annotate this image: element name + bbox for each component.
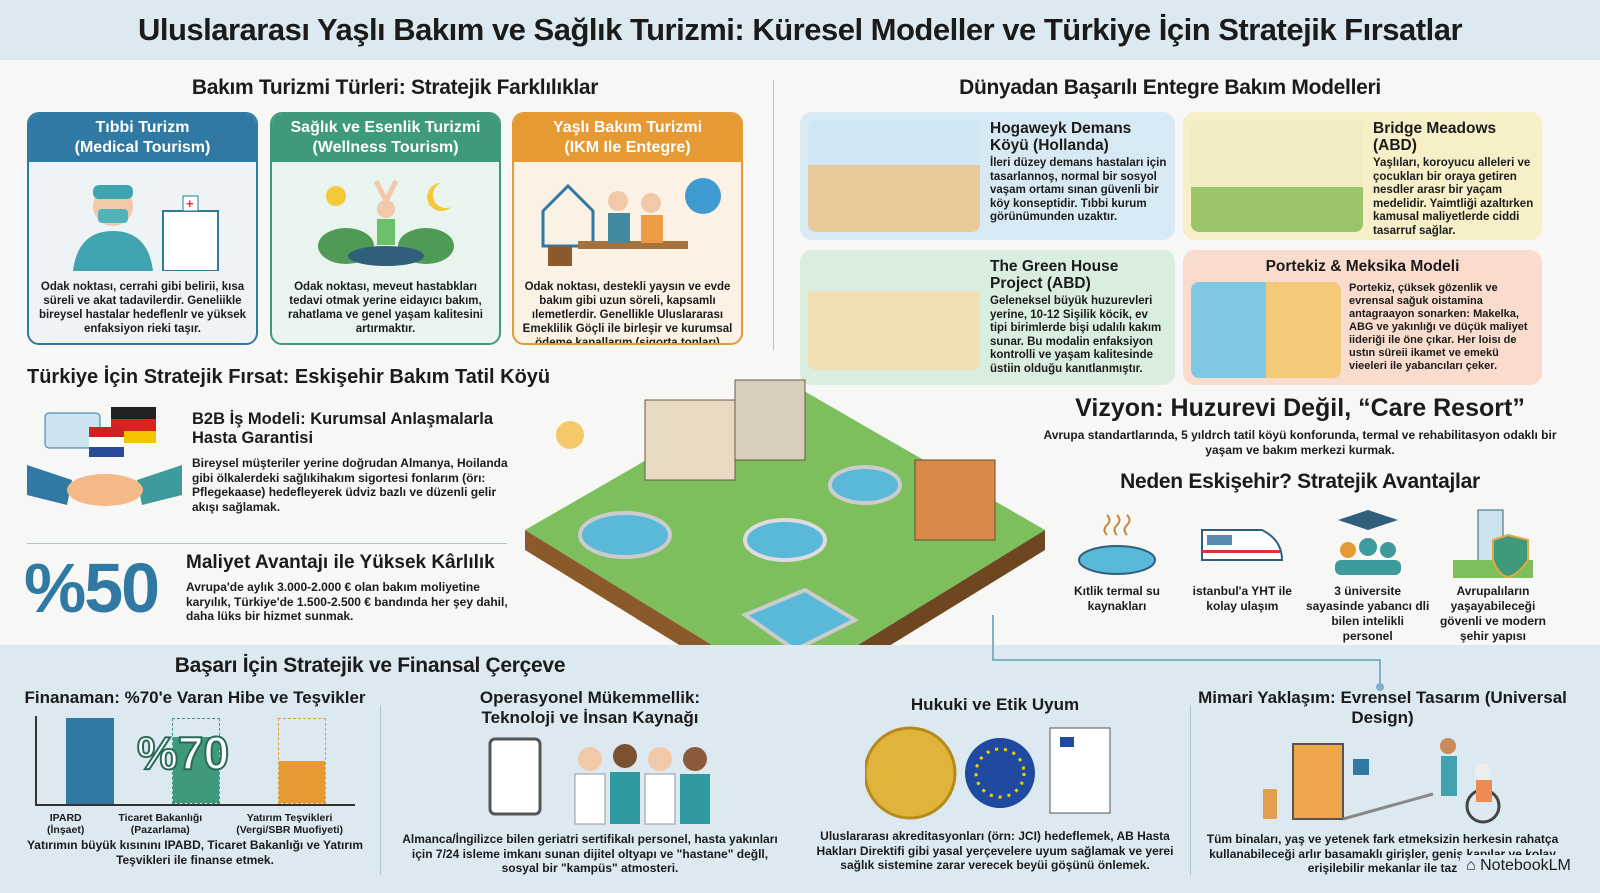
house-illustration	[808, 258, 980, 370]
legal-column: Hukuki ve Etik Uyum Uluslararası akredit…	[805, 695, 1185, 873]
opportunity-heading: Türkiye İçin Stratejik Fırsat: Eskişehir…	[27, 366, 551, 388]
vision-text: Avrupa standartlarında, 5 yıldrch tatil …	[1043, 428, 1557, 457]
model-text: Yaşlıları, koroyucu alleleri ve çocuklar…	[1373, 157, 1534, 237]
card-subtitle: (Medical Tourism)	[74, 139, 211, 156]
divider	[27, 543, 507, 544]
model-text: İleri düzey demans hastaları için tasarl…	[990, 157, 1167, 224]
section-divider	[773, 80, 774, 350]
card-subtitle: (IKM Ile Entegre)	[564, 139, 691, 156]
model-name: Bridge Meadows (ABD)	[1373, 120, 1497, 154]
elderly-couple-icon	[514, 162, 741, 280]
family-garden-illustration	[1191, 120, 1363, 232]
tablet-staff-icon	[400, 734, 780, 826]
model-name: Portekiz & Meksika Modeli	[1265, 258, 1460, 275]
finance-text: Yatırımın büyük kısınını IPABD, Ticaret …	[26, 838, 364, 867]
framework-heading: Başarı İçin Stratejik ve Finansal Çerçev…	[174, 654, 566, 677]
card-text: Odak noktası, cerrahi gibi belirii, kısa…	[38, 281, 247, 335]
graduation-people-icon	[1334, 510, 1401, 575]
bar-yatirim	[278, 718, 326, 804]
advantages-heading: Neden Eskişehir? Stratejik Avantajlar	[1120, 470, 1480, 493]
card-title: Yaşlı Bakım Turizmi	[552, 119, 703, 136]
funding-overlay-percent: %70	[136, 726, 230, 780]
bar-fill	[173, 737, 219, 803]
vision-title: Vizyon: Huzurevi Değil, “Care Resort”	[1075, 394, 1525, 422]
advantage-label: istanbul'a YHT ile kolay ulaşım	[1192, 584, 1292, 613]
finance-column: Finanaman: %70'e Varan Hibe ve Teşvikler…	[15, 688, 375, 867]
arch-title: Mimari Yaklaşım: Evrensel Tasarım (Unive…	[1198, 688, 1567, 727]
seal-eu-document-icon	[805, 723, 1185, 823]
village-illustration	[808, 120, 980, 232]
cost-text: Avrupa'de aylık 3.000-2.000 € olan bakım…	[186, 580, 508, 623]
accessible-entrance-icon	[1195, 734, 1570, 826]
cost-advantage-percent: %50	[24, 549, 160, 627]
ops-title: Operasyonel Mükemmellik: Teknoloji ve İn…	[479, 688, 701, 727]
bar-ipard	[66, 718, 114, 804]
handshake-flags-icon	[27, 405, 182, 520]
bar-label: Ticaret Bakanlığı(Pazarlama)	[118, 812, 203, 836]
svg-text:+: +	[186, 196, 194, 211]
divider	[380, 705, 381, 875]
surgeon-hospital-icon: +	[29, 162, 256, 280]
bar-label: IPARD(İnşaet)	[47, 812, 85, 836]
funding-bars: %70	[35, 716, 355, 806]
divider	[1190, 705, 1191, 875]
card-subtitle: (Wellness Tourism)	[312, 139, 459, 156]
type-card-elderly: Yaşlı Bakım Turizmi (IKM Ile Entegre) Oda…	[512, 112, 743, 345]
model-card-portugal-mexico: Portekiz & Meksika Modeli Portekiz, çüks…	[1183, 250, 1542, 385]
type-card-wellness: Sağlık ve Esenlik Turizmi (Wellness Touri…	[270, 112, 501, 345]
legal-text: Uluslararası akreditasyonları (örn: JCI)…	[816, 829, 1174, 872]
b2b-text: Bireysel müşteriler yerine doğrudan Alma…	[192, 456, 508, 514]
legal-title: Hukuki ve Etik Uyum	[910, 695, 1080, 714]
b2b-title: B2B İş Modeli: Kurumsal Anlaşmalarla Has…	[192, 410, 494, 447]
watermark-text: NotebookLM	[1480, 857, 1571, 874]
model-card-bridge-meadows: Bridge Meadows (ABD)Yaşlıları, koroyucu …	[1183, 112, 1542, 240]
page-title: Uluslararası Yaşlı Bakım ve Sağlık Turiz…	[0, 0, 1600, 60]
yoga-icon	[272, 162, 499, 280]
model-text: Portekiz, çüksek gözenlik ve evrensal sa…	[1349, 282, 1528, 372]
cost-title: Maliyet Avantajı ile Yüksek Kârlılık	[186, 552, 495, 573]
advantages-list: Kıtlik termal su kaynakları istanbul'a Y…	[1055, 505, 1555, 644]
card-text: Odak noktası, destekli yaysın ve evde ba…	[522, 281, 733, 345]
train-icon	[1201, 529, 1284, 561]
types-heading: Bakım Turizmi Türleri: Stratejik Farklıl…	[191, 76, 599, 99]
connector-arrow	[992, 615, 1384, 691]
card-title: Tıbbi Turizm	[95, 119, 190, 136]
advantage-item: Kıtlik termal su kaynakları	[1055, 505, 1179, 644]
thermal-pool-icon	[1078, 514, 1156, 575]
advantage-item: 3 üniversite sayasinde yabancı dli bilen…	[1306, 505, 1430, 644]
models-heading: Dünyadan Başarılı Entegre Bakım Modeller…	[959, 76, 1381, 99]
model-text: Geleneksel büyük huzurevleri yerine, 10-…	[990, 295, 1162, 375]
card-text: Odak noktası, meveut hastabkları tedavi …	[288, 281, 483, 335]
operations-column: Operasyonel Mükemmellik: Teknoloji ve İn…	[400, 688, 780, 876]
bar-fill	[279, 761, 325, 803]
architecture-column: Mimari Yaklaşım: Evrensel Tasarım (Unive…	[1195, 688, 1570, 876]
coast-illustration	[1191, 282, 1341, 378]
advantage-label: Kıtlik termal su kaynakları	[1073, 584, 1161, 613]
bar-label: Yatırım Teşvikleri(Vergi/SBR Muofiyeti)	[236, 812, 343, 836]
model-card-hogeweyk: Hogaweyk Demans Köyü (Hollanda)İleri düz…	[800, 112, 1175, 240]
model-name: The Green House Project (ABD)	[990, 258, 1119, 292]
advantage-item: istanbul'a YHT ile kolay ulaşım	[1180, 505, 1304, 644]
advantage-label: 3 üniversite sayasinde yabancı dli bilen…	[1305, 584, 1430, 643]
city-shield-icon	[1452, 509, 1533, 579]
model-card-green-house: The Green House Project (ABD)Geleneksel …	[800, 250, 1175, 385]
advantage-item: Avrupalıların yaşayabileceği gövenli ve …	[1431, 505, 1555, 644]
model-name: Hogaweyk Demans Köyü (Hollanda)	[990, 120, 1132, 154]
card-title: Sağlık ve Esenlik Turizmi	[290, 119, 481, 136]
watermark: ⌂ NotebookLM	[1460, 855, 1577, 877]
type-card-medical: Tıbbi Turizm (Medical Tourism) + Odak nok…	[27, 112, 258, 345]
bar-fill	[66, 718, 114, 804]
advantage-label: Avrupalıların yaşayabileceği gövenli ve …	[1439, 584, 1546, 643]
bar-ticaret	[172, 718, 220, 804]
finance-title: Finanaman: %70'e Varan Hibe ve Teşvikler	[24, 688, 366, 707]
ops-text: Almanca/İngilizce bilen geriatri sertifi…	[402, 832, 778, 875]
